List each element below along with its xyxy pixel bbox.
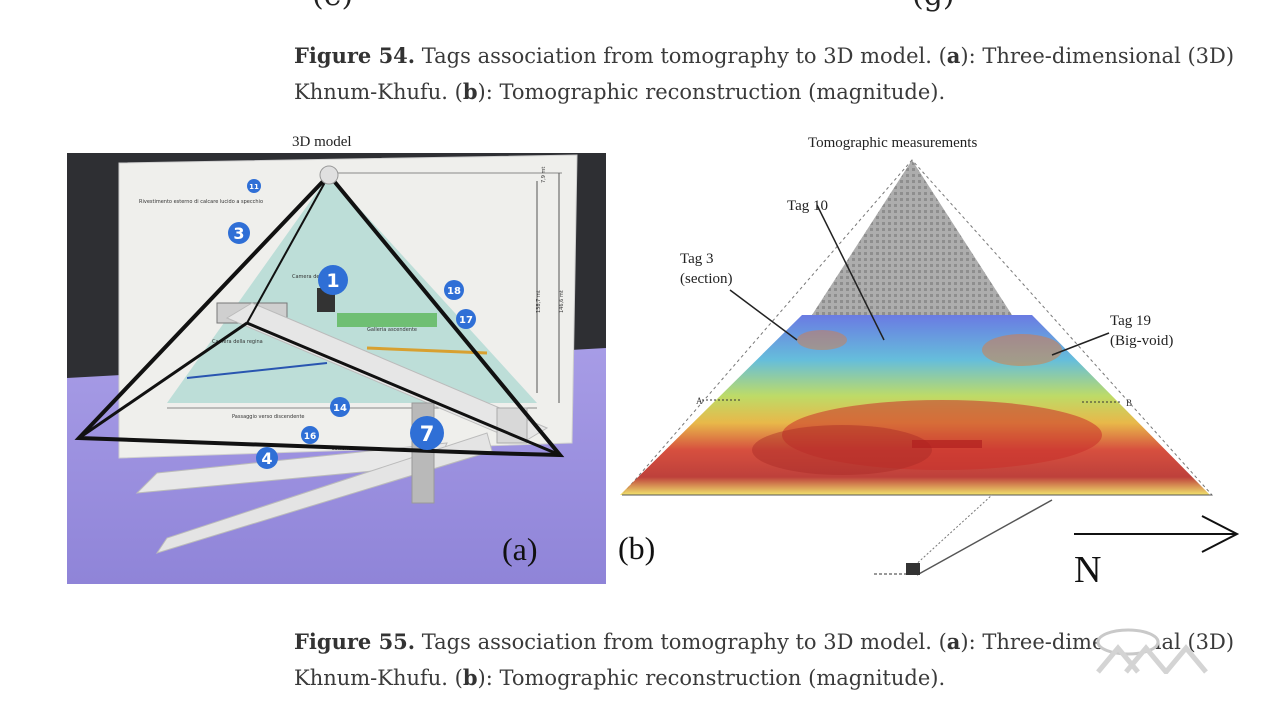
tag3-leader xyxy=(729,289,798,341)
tag-badge-11: 11 xyxy=(247,179,261,193)
watermark-logo xyxy=(1096,628,1208,674)
tag-badge-3: 3 xyxy=(228,222,250,244)
panel-a-letter: (a) xyxy=(502,531,538,567)
tomography-heatmap: A B Tag 10 Tag 3 (section) Tag 19 (Big-v… xyxy=(620,159,1240,576)
panel-b-letter: (b) xyxy=(618,530,656,566)
svg-text:A: A xyxy=(696,396,703,406)
svg-text:Camera del Re: Camera del Re xyxy=(292,274,329,280)
svg-text:4: 4 xyxy=(261,449,272,468)
figure-label: Figure 54. xyxy=(294,43,416,68)
svg-text:138,7 mt: 138,7 mt xyxy=(536,290,542,313)
descending-passage xyxy=(155,432,493,554)
tag-badges: 1 3 4 7 14 16 17 18 11 xyxy=(228,179,476,469)
svg-text:Galleria ascendente: Galleria ascendente xyxy=(367,327,417,333)
panel-a-title: 3D model xyxy=(292,134,352,150)
tag-badge-7: 7 xyxy=(410,416,444,450)
svg-text:16: 16 xyxy=(304,432,317,442)
panel-a-3d-model: 7,9 mt 138,7 mt 146,6 mt Rivestimento es… xyxy=(67,153,606,584)
svg-text:Camera della regina: Camera della regina xyxy=(212,339,263,345)
svg-text:B: B xyxy=(1126,398,1132,408)
tag-badge-16: 16 xyxy=(301,426,319,444)
svg-text:3: 3 xyxy=(233,224,244,243)
svg-text:17: 17 xyxy=(459,315,473,326)
figure-55-caption: Figure 55. Tags association from tomogra… xyxy=(294,624,1280,696)
3d-model-render: 7,9 mt 138,7 mt 146,6 mt Rivestimento es… xyxy=(67,153,606,584)
subterranean-chamber xyxy=(906,563,920,575)
tag3-sub: (section) xyxy=(680,271,732,287)
caption-line-2: Khnum-Khufu. (b): Tomographic reconstruc… xyxy=(294,79,946,104)
svg-text:7,9 mt: 7,9 mt xyxy=(541,167,547,183)
north-label: N xyxy=(1074,549,1102,591)
tag10-leader xyxy=(816,204,885,341)
svg-text:7: 7 xyxy=(420,422,435,446)
svg-text:1: 1 xyxy=(326,270,339,292)
tag3-label: Tag 3 xyxy=(680,251,714,267)
panel-b-tomography: A B Tag 10 Tag 3 (section) Tag 19 (Big-v… xyxy=(612,150,1252,591)
previous-figure-label-g: (g) xyxy=(912,0,955,13)
pyramid-stone-top xyxy=(812,160,1012,315)
caption-line-2: Khnum-Khufu. (b): Tomographic reconstruc… xyxy=(294,665,946,690)
svg-text:14: 14 xyxy=(333,403,347,414)
tag-badge-17: 17 xyxy=(456,309,476,329)
tag-badge-1: 1 xyxy=(318,265,348,295)
grand-gallery xyxy=(337,313,437,327)
tag19-label: Tag 19 xyxy=(1110,313,1151,329)
figure-54-caption: Figure 54. Tags association from tomogra… xyxy=(294,38,1280,110)
tag19-sub: (Big-void) xyxy=(1110,333,1173,349)
pyramid-wireframe xyxy=(74,173,565,458)
header-note: Rivestimento esterno di calcare lucido a… xyxy=(139,199,263,205)
previous-figure-label-e: (e) xyxy=(312,0,353,13)
passage-beam xyxy=(225,302,549,444)
caption-line-1: Figure 54. Tags association from tomogra… xyxy=(294,43,1235,68)
tag-badge-18: 18 xyxy=(444,280,464,300)
tag-badge-14: 14 xyxy=(330,397,350,417)
north-arrow-head xyxy=(1201,515,1240,553)
tag10-label: Tag 10 xyxy=(787,198,828,214)
panel-b-title: Tomographic measurements xyxy=(808,135,978,151)
svg-text:18: 18 xyxy=(447,286,461,297)
tag-badge-4: 4 xyxy=(256,447,278,469)
svg-text:Passaggio verso discendente: Passaggio verso discendente xyxy=(232,414,304,420)
pyramid-section xyxy=(167,175,537,403)
figure-label: Figure 55. xyxy=(294,629,416,654)
tag19-leader xyxy=(1051,332,1110,356)
svg-text:146,6 mt: 146,6 mt xyxy=(559,290,565,313)
svg-text:11: 11 xyxy=(249,183,259,191)
